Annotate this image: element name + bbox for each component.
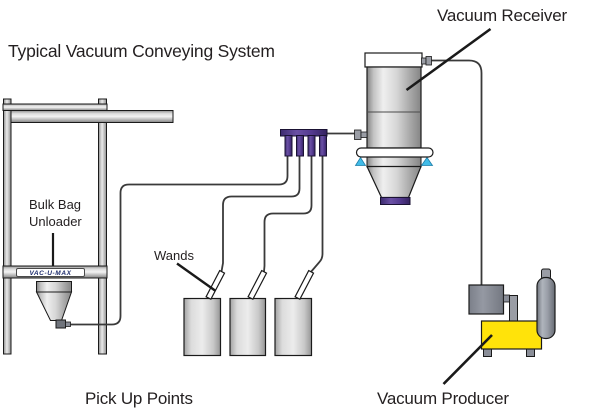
bulk-bag-unloader-hopper (35, 281, 73, 329)
pickup-drum-2 (229, 297, 267, 357)
hopper-outlet (55, 319, 66, 329)
manifold-prong (319, 135, 327, 157)
hopper-outlet-nipple (65, 321, 71, 327)
receiver-body (366, 66, 422, 149)
receiver-neck (366, 156, 422, 168)
label-wands: Wands (154, 248, 194, 263)
frame-top-rail (2, 103, 108, 111)
label-vacuum-receiver: Vacuum Receiver (437, 6, 567, 25)
pickup-points (183, 269, 315, 357)
pointer-wands (176, 262, 216, 292)
pickup-drum-3 (274, 297, 313, 357)
vacumax-brand-plate: VAC-U-MAX (16, 267, 85, 277)
wand-3 (294, 269, 315, 301)
tube-manifold-to-wand3 (310, 156, 324, 273)
receiver-top-fitting-cap (425, 56, 432, 66)
hopper-cone (35, 291, 73, 321)
frame-right-leg (98, 98, 107, 355)
producer-elbow-nipple (503, 294, 510, 303)
label-pointer-lines (51, 27, 493, 385)
wand-2 (247, 269, 268, 301)
label-vacuum-producer: Vacuum Producer (377, 389, 509, 408)
tube-manifold-to-wand1 (220, 156, 301, 272)
hopper-cylinder (36, 281, 72, 293)
clamp-triangle-right (420, 156, 434, 166)
receiver-cone (366, 165, 422, 199)
tube-receiver-to-producer (431, 59, 483, 285)
receiver-top-fitting (421, 57, 427, 65)
producer-foot-left (483, 348, 492, 357)
wand-1 (205, 269, 226, 301)
diagram-title: Typical Vacuum Conveying System (8, 41, 275, 61)
label-pick-up-points: Pick Up Points (85, 389, 193, 408)
receiver-inlet-fitting (360, 131, 368, 138)
clamp-triangle-left (354, 156, 367, 166)
pickup-manifold (280, 129, 328, 157)
producer-foot-right (526, 348, 535, 357)
receiver-flange (355, 147, 434, 158)
producer-tank (536, 276, 556, 340)
vacuum-receiver (354, 52, 434, 205)
pointer-vacuum-producer (442, 334, 493, 385)
tube-unloader-to-manifold (70, 156, 289, 326)
receiver-discharge-outlet (380, 197, 411, 205)
manifold-prong (284, 135, 293, 157)
manifold-prong (307, 135, 316, 157)
receiver-top-cap (364, 52, 423, 68)
pointer-vacuum-receiver (405, 27, 492, 92)
tube-manifold-to-wand2 (263, 156, 313, 272)
producer-elbow-pipe (509, 295, 518, 322)
producer-filter-box (468, 284, 505, 315)
manifold-prong (296, 135, 304, 157)
receiver-inlet-fitting-cap (354, 129, 362, 140)
frame-left-leg (3, 98, 12, 355)
conveying-tubes (70, 59, 483, 326)
frame-cantilever-beam (10, 110, 174, 123)
pickup-drum-1 (183, 297, 222, 357)
